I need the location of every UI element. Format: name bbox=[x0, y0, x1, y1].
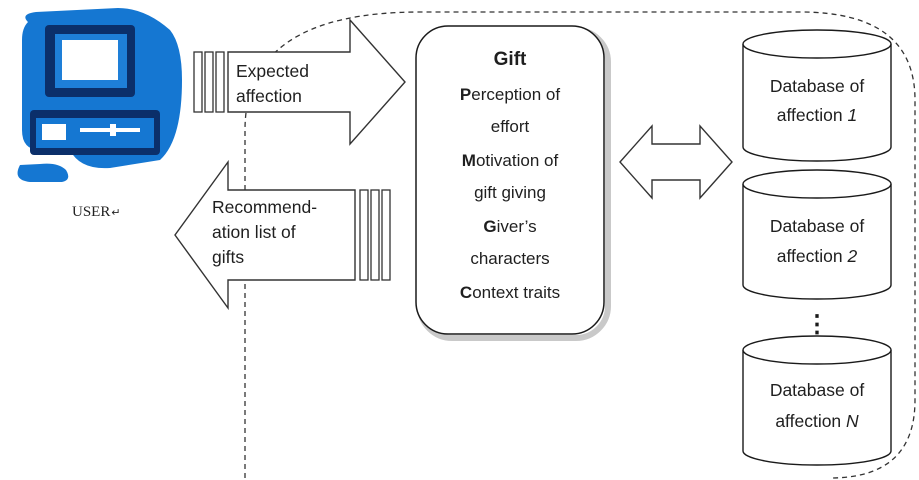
bidirectional-arrow bbox=[619, 124, 733, 200]
factor-motivation-line1: Motivation of bbox=[462, 151, 559, 170]
expected-label-line1: Expected bbox=[236, 61, 309, 81]
computer-icon bbox=[17, 8, 182, 182]
ellipsis-dots: ⋮ bbox=[805, 311, 829, 338]
db2-line1: Database of bbox=[770, 216, 865, 236]
factor-motivation-line2: gift giving bbox=[474, 183, 546, 202]
recommend-label-line1: Recommend- bbox=[212, 197, 317, 217]
factor-perception-line1: Perception of bbox=[460, 85, 560, 104]
gift-box bbox=[415, 25, 605, 335]
factor-giver-line2: characters bbox=[470, 249, 549, 268]
expected-label-line2: affection bbox=[236, 86, 302, 106]
database-cylinder-n bbox=[742, 335, 892, 466]
database-cylinder-1 bbox=[742, 29, 892, 162]
factor-perception-line2: effort bbox=[491, 117, 530, 136]
gift-title: Gift bbox=[494, 49, 527, 70]
db2-line2: affection 2 bbox=[777, 246, 858, 266]
recommend-label-line2: ation list of bbox=[212, 222, 296, 242]
factor-context-line1: Context traits bbox=[460, 283, 560, 302]
recommend-label-line3: gifts bbox=[212, 247, 244, 267]
system-boundary bbox=[244, 11, 916, 479]
factor-giver-line1: Giver’s bbox=[483, 217, 536, 236]
expected-affection-arrow bbox=[193, 18, 406, 146]
dbn-line2: affection N bbox=[775, 411, 859, 431]
user-label: USER↵ bbox=[72, 204, 121, 220]
recommendation-arrow bbox=[174, 159, 391, 311]
database-cylinder-2 bbox=[742, 169, 892, 300]
db1-line2: affection 1 bbox=[777, 105, 857, 125]
db1-line1: Database of bbox=[770, 76, 865, 96]
dbn-line1: Database of bbox=[770, 380, 865, 400]
